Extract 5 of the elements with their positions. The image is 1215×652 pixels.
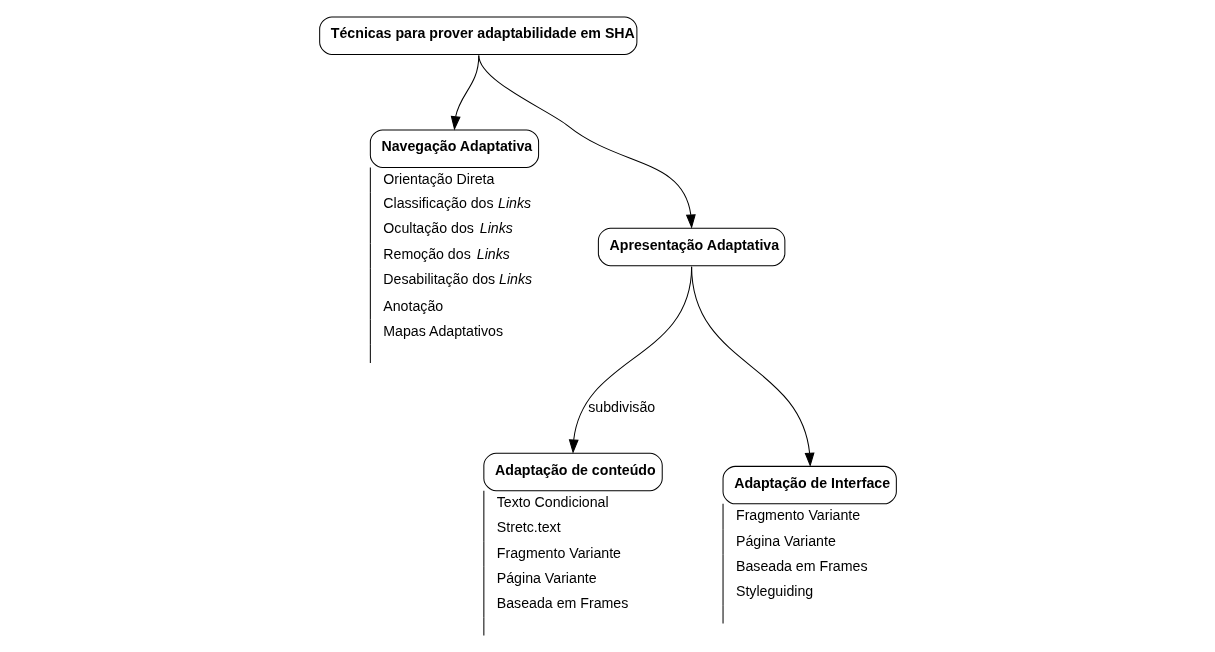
arrow <box>478 54 696 229</box>
node-box: Técnicas para prover adaptabilidade em SHA <box>319 16 638 55</box>
edge-label: subdivisão <box>588 398 656 415</box>
node-box: Apresentação Adaptativa <box>597 227 786 267</box>
arrow <box>691 266 815 467</box>
